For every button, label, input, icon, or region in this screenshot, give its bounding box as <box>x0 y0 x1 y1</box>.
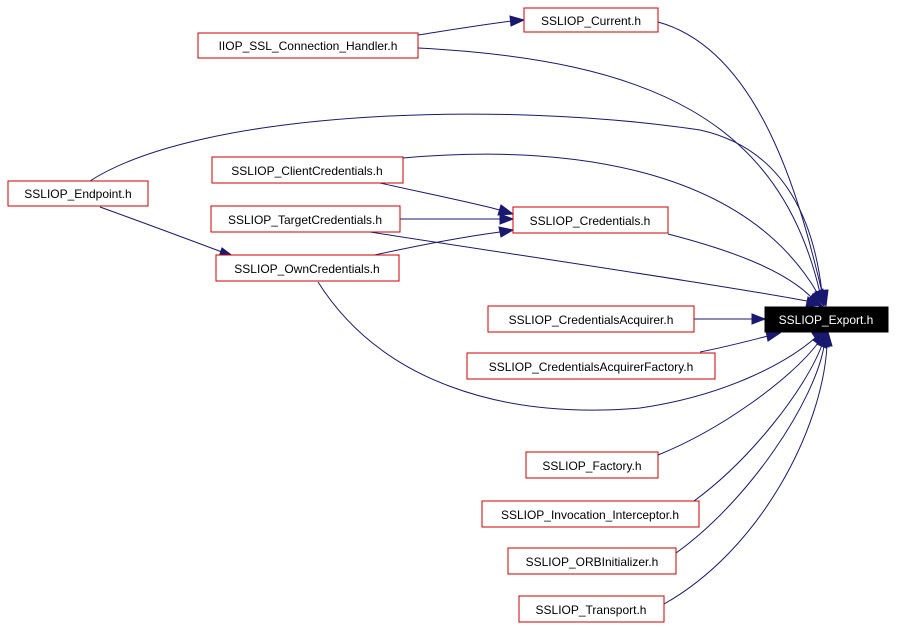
arrowhead-own-cred-to-credentials <box>498 226 515 238</box>
node-label: SSLIOP_CredentialsAcquirer.h <box>509 313 674 327</box>
arrowhead-transport-to-export <box>821 330 833 347</box>
edges-layer <box>89 15 833 605</box>
node-sslioop-factory[interactable]: SSLIOP_Factory.h <box>525 451 659 479</box>
node-label: SSLIOP_Invocation_Interceptor.h <box>501 508 679 522</box>
node-sslioop-credentials-acquirer[interactable]: SSLIOP_CredentialsAcquirer.h <box>487 305 695 333</box>
edge-factory-to-export <box>657 342 819 456</box>
edge-endpoint-to-export <box>89 113 823 294</box>
nodes-layer: SSLIOP_Current.h IIOP_SSL_Connection_Han… <box>7 7 889 623</box>
node-sslioop-invocation-interceptor[interactable]: SSLIOP_Invocation_Interceptor.h <box>481 500 700 528</box>
edge-cred-acq-factory-to-export <box>699 335 769 353</box>
arrowhead-target-cred-to-credentials <box>499 213 515 225</box>
node-label: SSLIOP_OwnCredentials.h <box>234 262 379 276</box>
node-box <box>523 7 659 33</box>
node-sslioop-client-credentials[interactable]: SSLIOP_ClientCredentials.h <box>211 156 404 184</box>
node-box <box>512 206 669 234</box>
node-box <box>507 547 677 575</box>
node-sslioop-credentials[interactable]: SSLIOP_Credentials.h <box>512 206 669 234</box>
node-box <box>487 305 695 333</box>
node-sslioop-credentials-acquirer-factory[interactable]: SSLIOP_CredentialsAcquirerFactory.h <box>466 352 716 380</box>
node-label: SSLIOP_Factory.h <box>542 459 641 473</box>
node-sslioop-orb-initializer[interactable]: SSLIOP_ORBInitializer.h <box>507 547 677 575</box>
edge-target-cred-to-export <box>369 231 808 302</box>
edge-current-to-export <box>657 21 823 293</box>
node-sslioop-own-credentials[interactable]: SSLIOP_OwnCredentials.h <box>215 254 400 282</box>
node-box-highlighted <box>764 306 889 333</box>
node-box <box>525 451 659 479</box>
edge-client-cred-to-export <box>402 153 819 295</box>
node-box <box>211 156 404 184</box>
arrowhead-client-cred-to-credentials <box>497 204 515 216</box>
node-label: SSLIOP_ORBInitializer.h <box>526 555 659 569</box>
edge-iiop-ssl-to-export <box>417 47 821 294</box>
node-sslioop-current[interactable]: SSLIOP_Current.h <box>523 7 659 33</box>
node-box <box>197 32 419 59</box>
node-box <box>7 180 149 207</box>
arrowhead-target-cred-to-export <box>805 296 822 308</box>
edge-own-cred-to-export <box>317 281 816 411</box>
node-label: SSLIOP_ClientCredentials.h <box>231 164 382 178</box>
edge-transport-to-export <box>663 345 828 605</box>
node-box <box>215 254 400 282</box>
node-box <box>518 595 665 623</box>
edge-endpoint-to-own-cred <box>99 206 223 253</box>
node-box <box>210 205 401 233</box>
node-label: SSLIOP_Credentials.h <box>530 214 651 228</box>
node-sslioop-export[interactable]: SSLIOP_Export.h <box>764 306 889 333</box>
node-label: SSLIOP_Transport.h <box>536 603 647 617</box>
node-sslioop-target-credentials[interactable]: SSLIOP_TargetCredentials.h <box>210 205 401 233</box>
edge-orb-init-to-export <box>675 345 825 554</box>
node-label: SSLIOP_Export.h <box>779 313 874 327</box>
arrowhead-iiop-ssl-to-current <box>509 15 526 27</box>
node-box <box>466 352 716 380</box>
node-label: SSLIOP_Current.h <box>541 14 641 28</box>
arrowhead-cred-acq-to-export <box>751 313 767 325</box>
node-sslioop-transport[interactable]: SSLIOP_Transport.h <box>518 595 665 623</box>
node-label: IIOP_SSL_Connection_Handler.h <box>219 39 398 53</box>
edge-iiop-ssl-to-current <box>417 20 513 36</box>
edge-own-cred-to-credentials <box>369 231 501 257</box>
node-label: SSLIOP_Endpoint.h <box>24 187 131 201</box>
edge-inv-interceptor-to-export <box>693 344 823 502</box>
node-iiop-ssl-connection-handler[interactable]: IIOP_SSL_Connection_Handler.h <box>197 32 419 59</box>
node-box <box>481 500 700 528</box>
edge-client-cred-to-credentials <box>379 182 501 211</box>
edge-credentials-to-export <box>667 233 813 299</box>
arrowhead-client-cred-to-export <box>812 288 825 308</box>
node-sslioop-endpoint[interactable]: SSLIOP_Endpoint.h <box>7 180 149 207</box>
node-label: SSLIOP_TargetCredentials.h <box>228 213 382 227</box>
node-label: SSLIOP_CredentialsAcquirerFactory.h <box>489 360 694 374</box>
